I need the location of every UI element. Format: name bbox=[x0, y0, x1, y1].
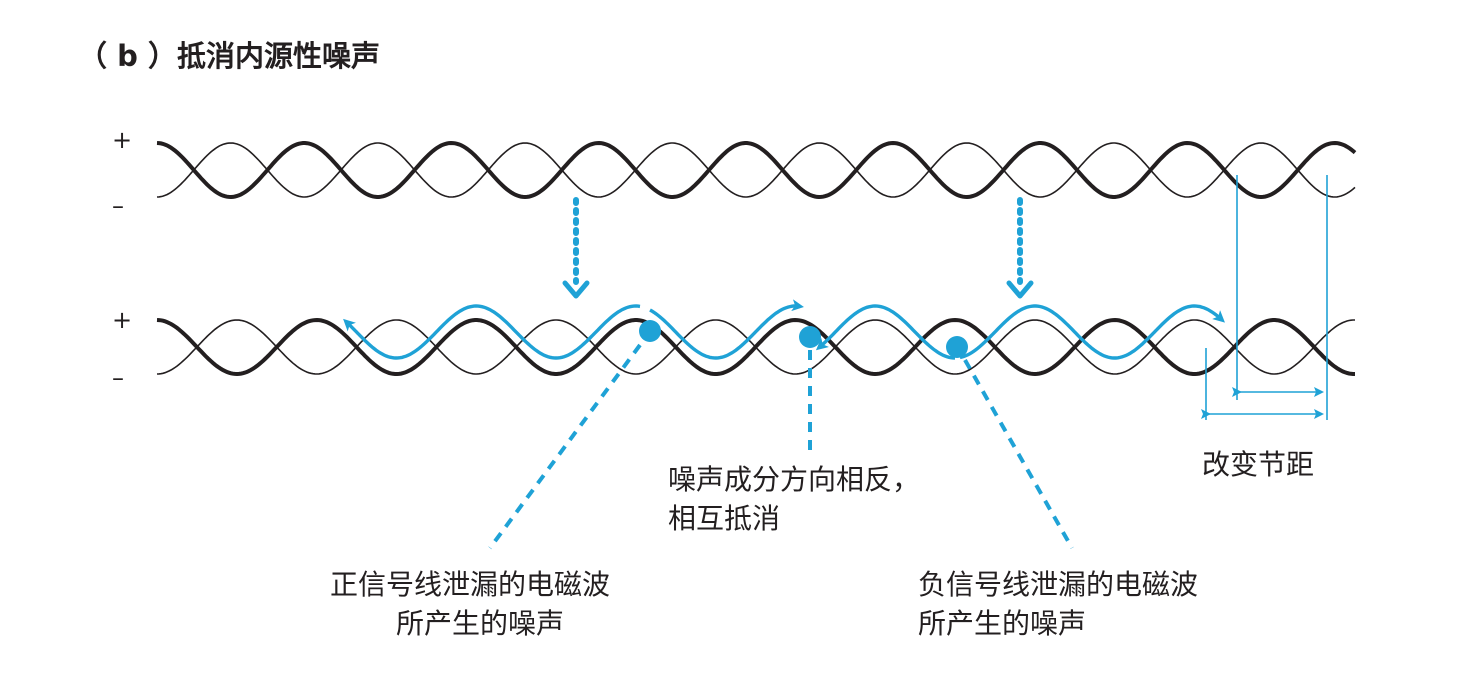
bottom-twisted-pair bbox=[156, 317, 1355, 377]
coupling-arrow-right bbox=[1006, 197, 1034, 299]
negative-noise-dot bbox=[946, 336, 968, 358]
positive-noise-current-right bbox=[649, 299, 804, 360]
top-minus-sign: – bbox=[112, 192, 124, 220]
positive-noise-label-line1: 正信号线泄漏的电磁波 bbox=[330, 568, 610, 601]
positive-noise-label-line2: 所产生的噪声 bbox=[396, 607, 564, 640]
top-plus-sign: + bbox=[112, 126, 132, 154]
cancel-label-line2: 相互抵消 bbox=[668, 502, 780, 535]
coupling-arrow-left bbox=[562, 197, 590, 299]
top-twisted-pair bbox=[156, 140, 1357, 200]
negative-leader-line bbox=[963, 359, 1074, 549]
bottom-plus-sign: + bbox=[112, 306, 132, 334]
positive-noise-dot bbox=[639, 320, 661, 342]
bottom-thick-wire bbox=[156, 317, 1355, 377]
pitch-change-label: 改变节距 bbox=[1202, 448, 1314, 481]
negative-noise-current-left bbox=[815, 304, 956, 360]
negative-noise-label-line2: 所产生的噪声 bbox=[918, 607, 1086, 640]
positive-noise-current bbox=[343, 304, 641, 360]
top-thin-wire bbox=[156, 142, 1356, 198]
bottom-minus-sign: – bbox=[112, 364, 124, 392]
top-thick-wire bbox=[156, 140, 1357, 200]
cancel-point-dot bbox=[799, 326, 821, 348]
pitch-dimension bbox=[1201, 175, 1328, 420]
cancel-label-line1: 噪声成分方向相反， bbox=[668, 463, 920, 496]
negative-noise-current bbox=[959, 304, 1225, 360]
figure-title: （ b ）抵消内源性噪声 bbox=[78, 39, 380, 73]
negative-noise-label-line1: 负信号线泄漏的电磁波 bbox=[918, 568, 1198, 601]
positive-leader-line bbox=[488, 343, 642, 550]
